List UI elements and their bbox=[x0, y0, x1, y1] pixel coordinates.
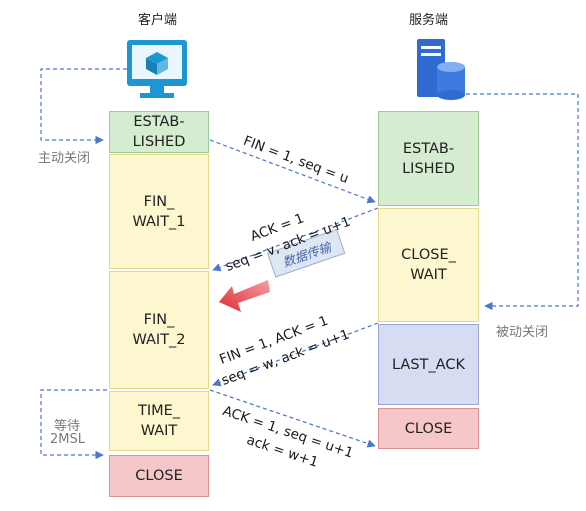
server-state-established: ESTAB- LISHED bbox=[378, 111, 479, 206]
wait-2msl-note-line1: 等待 bbox=[54, 419, 81, 434]
data-transfer-arrow bbox=[219, 280, 270, 312]
client-state-time-wait: TIME_ WAIT bbox=[109, 391, 209, 451]
server-state-close-wait: CLOSE_ WAIT bbox=[378, 208, 479, 322]
server-header: 服务端 bbox=[409, 13, 449, 28]
client-state-fin-wait-1: FIN_ WAIT_1 bbox=[109, 154, 209, 269]
monitor-cube-icon bbox=[127, 40, 187, 98]
client-state-established: ESTAB- LISHED bbox=[109, 111, 209, 153]
active-close-note: 主动关闭 bbox=[38, 151, 91, 166]
passive-close-note: 被动关闭 bbox=[496, 325, 549, 340]
server-state-close: CLOSE bbox=[378, 408, 479, 449]
server-state-last-ack: LAST_ACK bbox=[378, 324, 479, 405]
client-state-close: CLOSE bbox=[109, 455, 209, 497]
wait-2msl-note-line2: 2MSL bbox=[50, 432, 85, 447]
client-state-fin-wait-2: FIN_ WAIT_2 bbox=[109, 271, 209, 389]
client-header: 客户端 bbox=[138, 13, 178, 28]
server-database-icon bbox=[417, 39, 465, 100]
